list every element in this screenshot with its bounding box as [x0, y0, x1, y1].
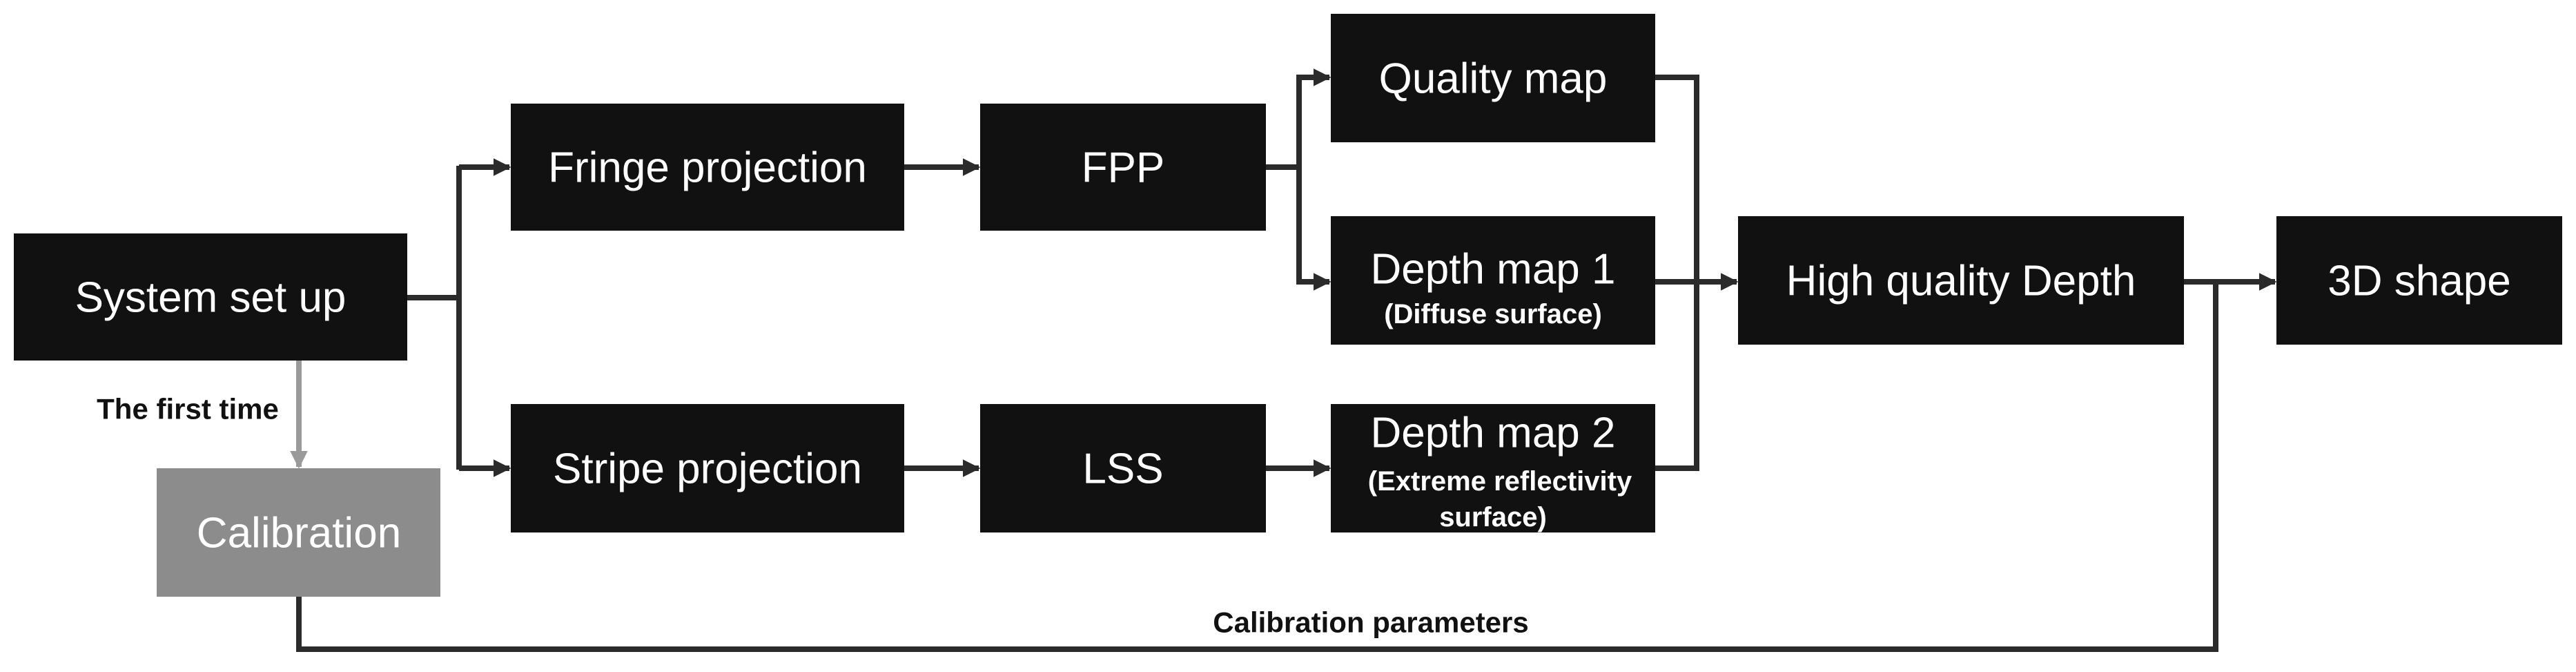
node-fringe-projection: Fringe projection — [511, 104, 904, 231]
node-quality-map-label: Quality map — [1379, 55, 1608, 103]
node-high-quality-depth: High quality Depth — [1738, 216, 2184, 345]
node-fpp: FPP — [980, 104, 1266, 231]
node-quality-map: Quality map — [1331, 14, 1655, 142]
node-system-set-up: System set up — [14, 233, 407, 361]
node-calibration: Calibration — [157, 468, 440, 597]
node-depth-map-2: Depth map 2 (Extreme reflectivity surfac… — [1331, 404, 1655, 532]
edge-calibration-parameters — [296, 282, 2218, 652]
connectors — [290, 68, 2277, 652]
node-depth-map-1: Depth map 1 (Diffuse surface) — [1331, 216, 1655, 345]
node-3d-shape: 3D shape — [2276, 216, 2562, 345]
node-stripe-projection: Stripe projection — [511, 404, 904, 532]
node-depth-map-2-note-line2: surface) — [1439, 502, 1547, 532]
node-lss-label: LSS — [1082, 445, 1163, 493]
node-fpp-label: FPP — [1082, 144, 1165, 192]
node-depth-map-1-note: (Diffuse surface) — [1384, 299, 1602, 329]
node-fringe-projection-label: Fringe projection — [548, 144, 867, 192]
node-lss: LSS — [980, 404, 1266, 532]
node-depth-map-2-label: Depth map 2 — [1371, 410, 1616, 457]
label-calibration-parameters: Calibration parameters — [1213, 606, 1529, 639]
node-system-set-up-label: System set up — [75, 274, 347, 322]
node-calibration-label: Calibration — [197, 510, 401, 557]
node-3d-shape-label: 3D shape — [2328, 258, 2510, 305]
node-stripe-projection-label: Stripe projection — [553, 445, 862, 493]
node-depth-map-2-note-line1: (Extreme reflectivity — [1368, 466, 1632, 497]
node-depth-map-1-label: Depth map 1 — [1371, 246, 1616, 294]
label-first-time: The first time — [97, 393, 279, 425]
node-high-quality-depth-label: High quality Depth — [1786, 258, 2136, 305]
